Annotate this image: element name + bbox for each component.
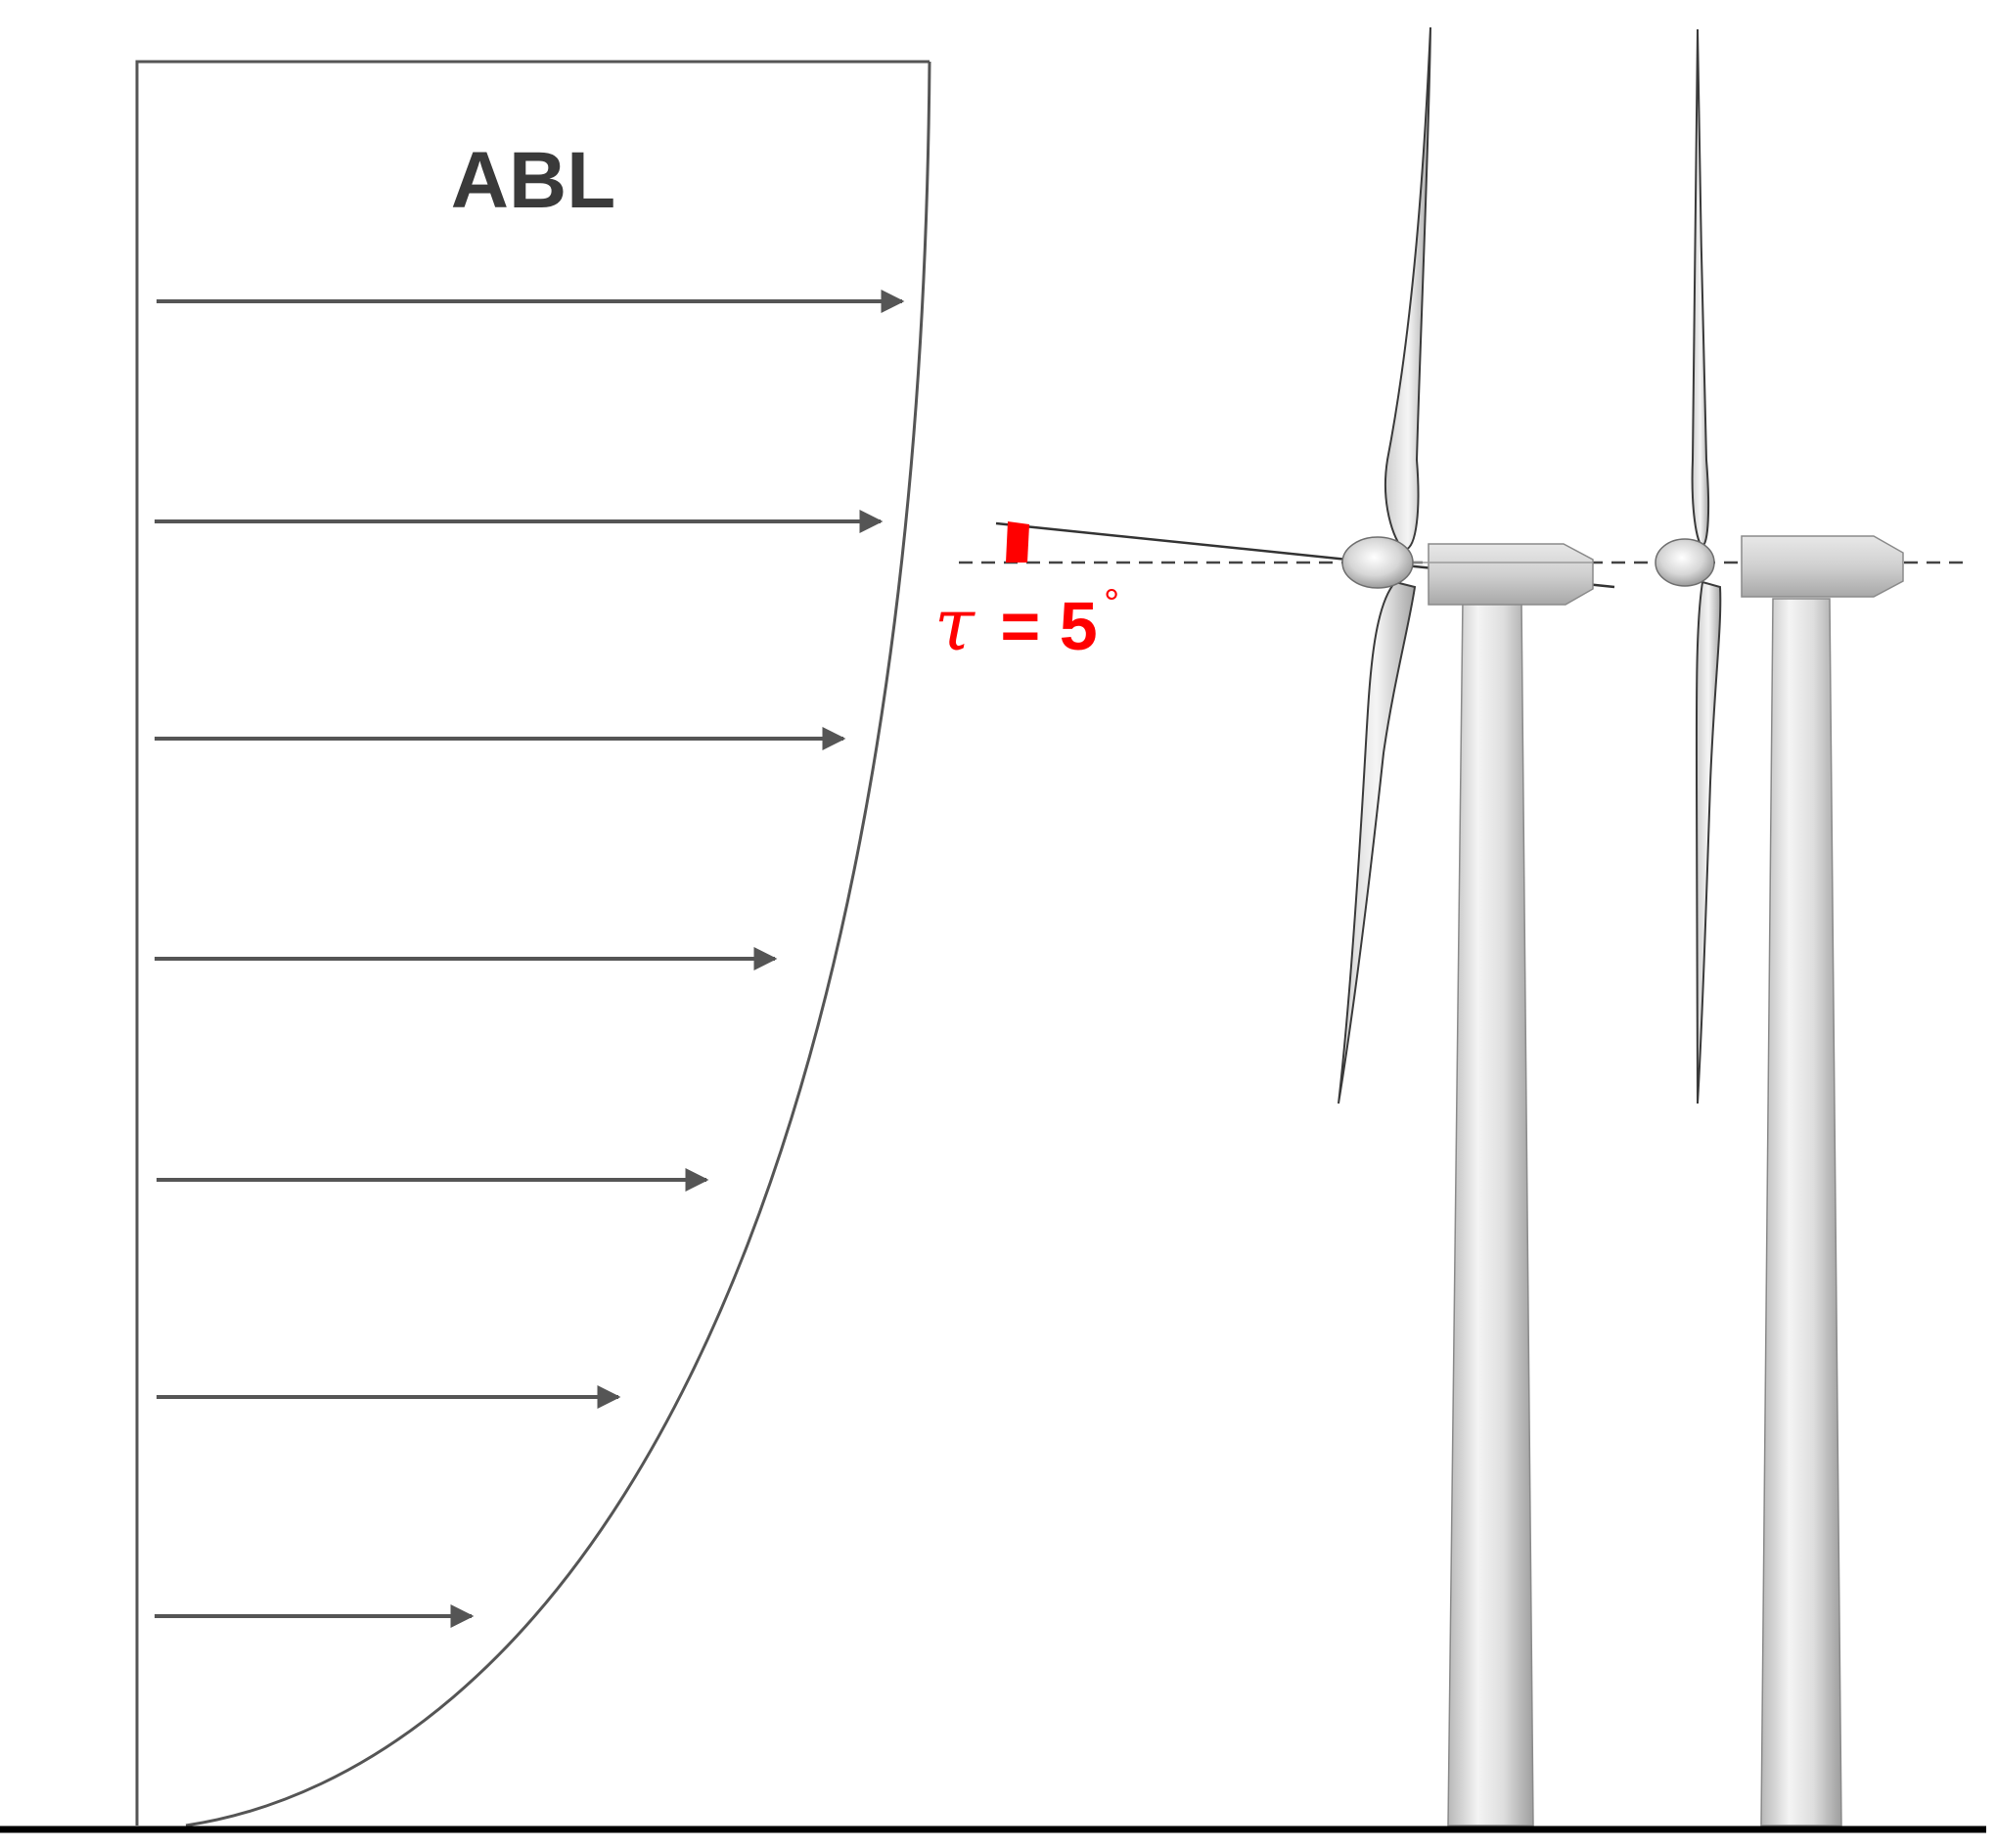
turbine-blade-upper — [1384, 26, 1431, 552]
tilt-angle-marker — [1006, 521, 1029, 563]
abl-profile: ABL — [135, 60, 931, 1827]
turbine-nacelle — [1741, 535, 1904, 598]
tilt-label: τ = 5 ° — [934, 582, 1119, 667]
abl-label: ABL — [451, 136, 616, 225]
turbine-blade-upper — [1691, 28, 1710, 548]
turbine-blade-lower — [1338, 580, 1417, 1104]
turbine-nacelle — [1428, 543, 1594, 606]
turbine-hub — [1655, 538, 1715, 587]
tilt-annotation: τ = 5 ° — [934, 521, 1615, 667]
turbine-tower — [1760, 598, 1842, 1826]
tilt-degree-sign: ° — [1104, 582, 1119, 625]
wind-arrows — [155, 290, 905, 1628]
wind-turbine-back — [1655, 28, 1904, 1826]
turbine-blade-lower — [1695, 580, 1722, 1104]
abl-boundary-left — [135, 60, 930, 1825]
turbine-tower — [1447, 598, 1534, 1826]
turbine-hub — [1341, 536, 1414, 589]
wind-turbine-front — [1338, 26, 1594, 1826]
tilt-value: = 5 — [1000, 588, 1097, 664]
abl-velocity-profile-curve — [185, 61, 931, 1827]
tilt-symbol: τ — [934, 583, 975, 667]
